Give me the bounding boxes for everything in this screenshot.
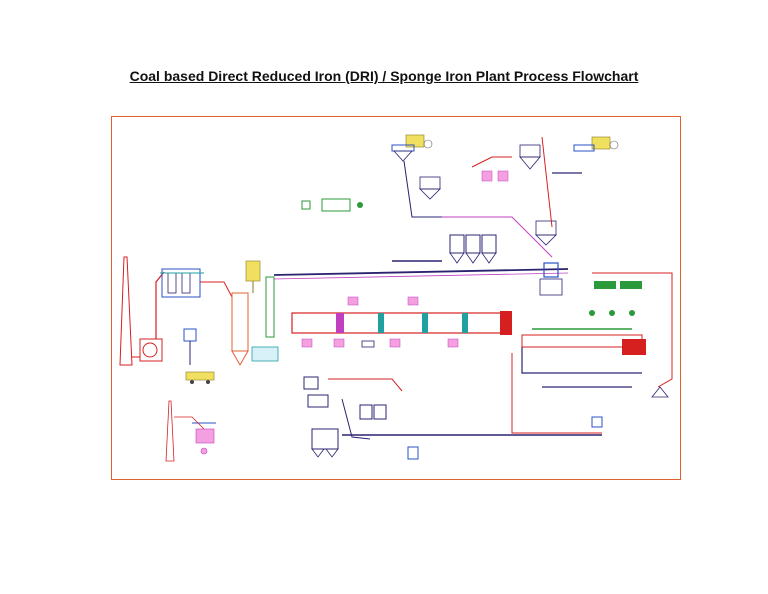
esp-unit [192,422,216,455]
cooler-icon [521,328,646,355]
kiln-icon [291,311,512,335]
air-fan-row [301,338,459,348]
esp-unit [160,268,204,298]
page-title: Coal based Direct Reduced Iron (DRI) / S… [129,68,639,84]
truck-icon [573,136,619,152]
chimney-icon [119,256,133,366]
truck-icon [405,134,433,149]
screen-icon [419,176,441,200]
crusher-unit [301,198,363,212]
storage-bins [449,234,497,264]
post-combustion-chamber [231,260,279,367]
storage-bins [303,376,419,460]
diagram-frame [111,116,681,480]
process-flowchart [119,134,673,462]
truck-icon [185,371,215,384]
bucket-elevator-icon [265,276,275,338]
screen-icon [519,144,557,246]
hopper-icon [183,328,197,365]
blower-icon [139,338,163,362]
hopper-icon [391,144,415,162]
chimney-icon [165,400,175,462]
